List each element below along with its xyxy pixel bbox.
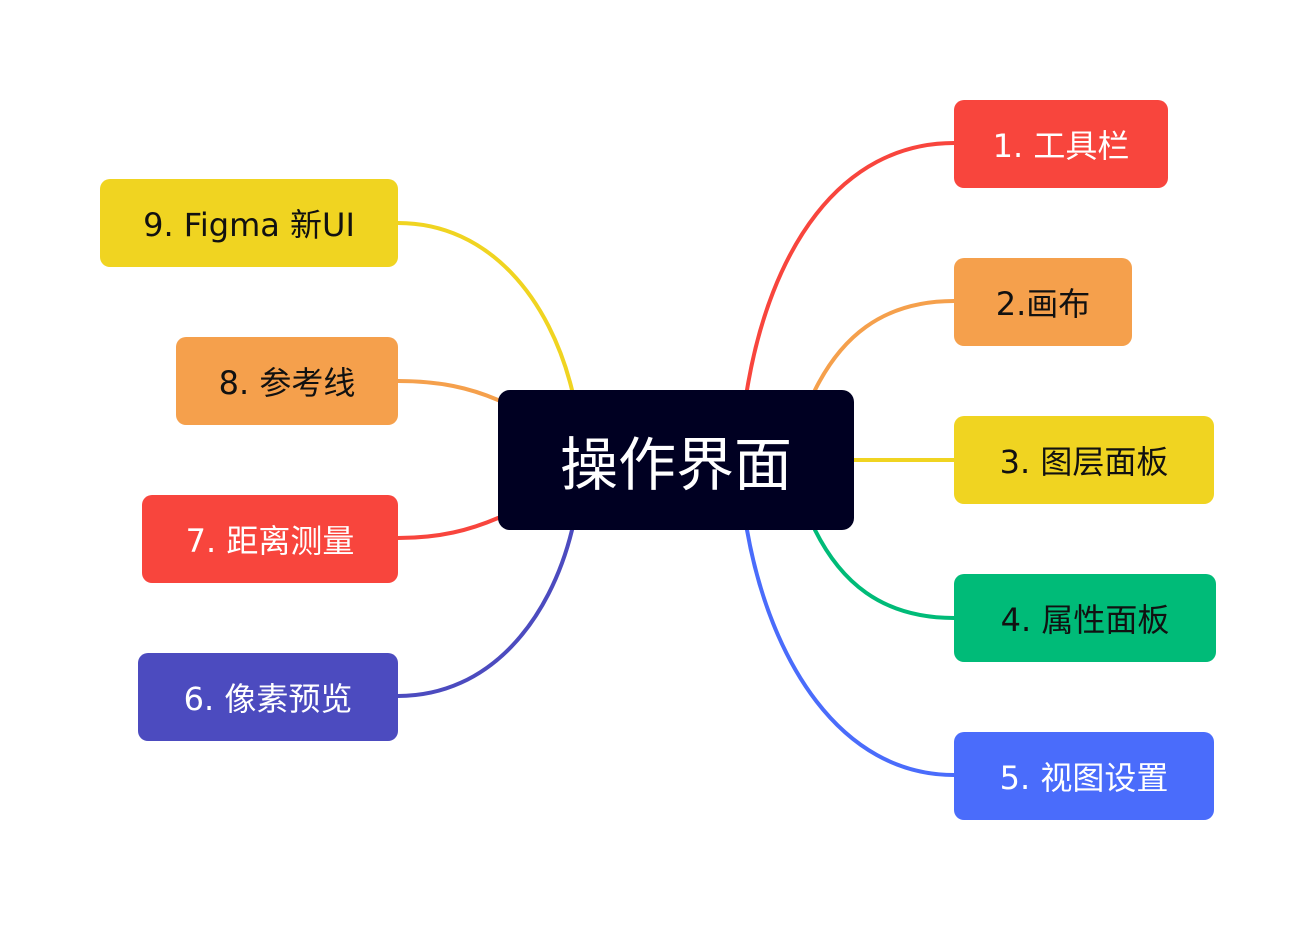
branch-node-guides[interactable]: 8. 参考线 — [176, 337, 398, 425]
branch-label-view-settings: 5. 视图设置 — [999, 759, 1169, 797]
branch-label-guides: 8. 参考线 — [218, 364, 356, 402]
branch-label-distance-measure: 7. 距离测量 — [185, 522, 355, 560]
branch-node-properties-panel[interactable]: 4. 属性面板 — [954, 574, 1216, 662]
branch-label-properties-panel: 4. 属性面板 — [1000, 601, 1170, 639]
connector-toolbar — [745, 141, 956, 392]
branch-node-figma-new-ui[interactable]: 9. Figma 新UI — [100, 179, 398, 267]
connector-view — [745, 528, 956, 777]
branch-node-layers-panel[interactable]: 3. 图层面板 — [954, 416, 1214, 504]
branch-label-canvas: 2.画布 — [995, 285, 1091, 323]
connector-props — [813, 528, 956, 620]
connector-guides — [396, 379, 500, 402]
branch-node-toolbar[interactable]: 1. 工具栏 — [954, 100, 1168, 188]
branch-node-view-settings[interactable]: 5. 视图设置 — [954, 732, 1214, 820]
branch-node-canvas[interactable]: 2.画布 — [954, 258, 1132, 346]
connector-measure — [396, 516, 500, 540]
branch-label-pixel-preview: 6. 像素预览 — [183, 680, 353, 718]
branch-label-figma-new-ui: 9. Figma 新UI — [143, 206, 355, 244]
branch-label-layers-panel: 3. 图层面板 — [999, 443, 1169, 481]
connector-canvas — [813, 299, 956, 392]
branch-node-distance-measure[interactable]: 7. 距离测量 — [142, 495, 398, 583]
branch-label-toolbar: 1. 工具栏 — [992, 127, 1130, 165]
branch-node-pixel-preview[interactable]: 6. 像素预览 — [138, 653, 398, 741]
center-node[interactable]: 操作界面 — [498, 390, 854, 530]
connector-pixel — [396, 528, 574, 698]
connector-figma — [396, 221, 574, 392]
center-label: 操作界面 — [559, 431, 792, 499]
